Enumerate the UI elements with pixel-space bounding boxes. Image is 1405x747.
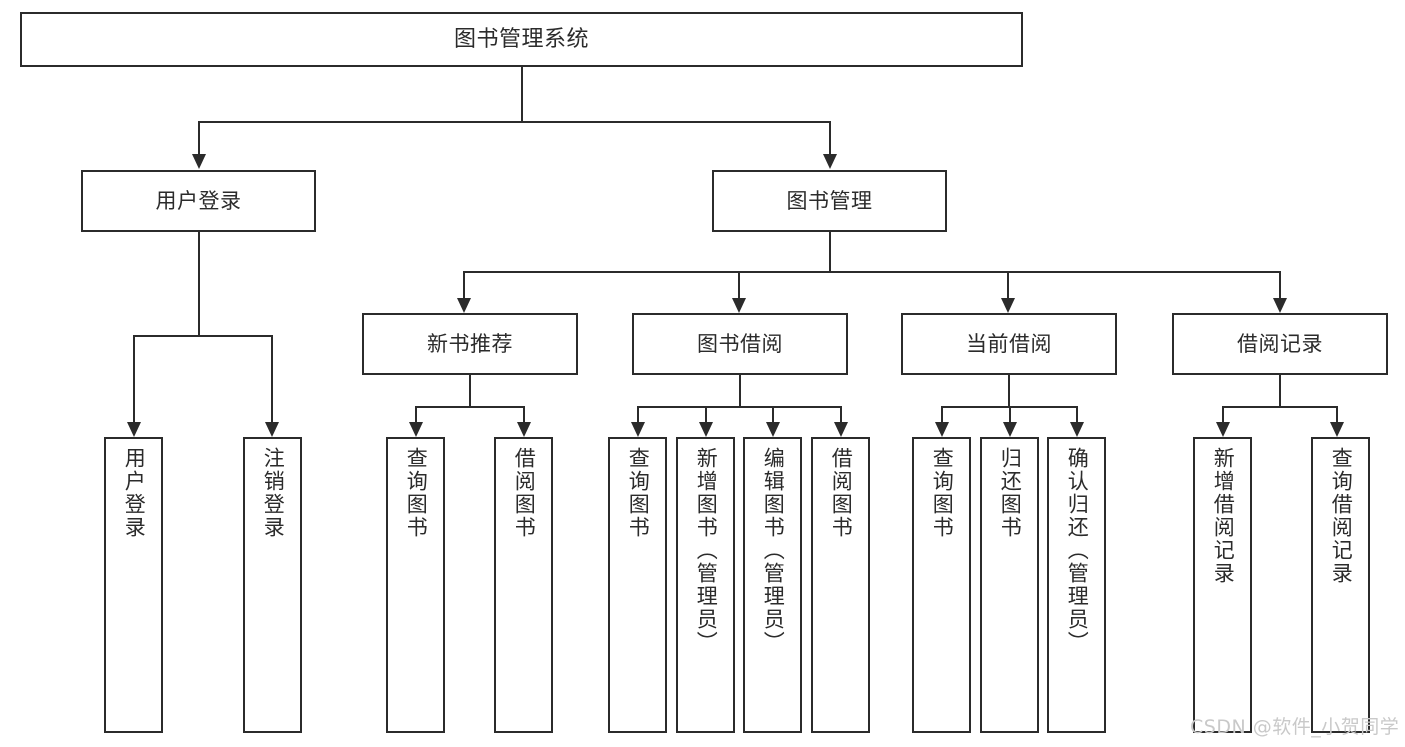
leaf-newbook-query-book[interactable]: 查询图书 — [386, 437, 445, 733]
arrow-to-leaf-logout — [265, 422, 279, 437]
connector-book-mgmt-branch-3 — [1007, 271, 1009, 298]
arrow-to-newbook-leaf-1 — [409, 422, 423, 437]
connector-new-book-bar — [415, 406, 525, 408]
leaf-label: 确认归还（管理员） — [1065, 447, 1090, 654]
connector-current-borrow-branch-1 — [941, 406, 943, 422]
connector-borrow-record-bar — [1222, 406, 1338, 408]
leaf-label: 借阅图书 — [829, 447, 854, 539]
leaf-borrowrecord-query-record[interactable]: 查询借阅记录 — [1311, 437, 1370, 733]
leaf-borrowrecord-add-record[interactable]: 新增借阅记录 — [1193, 437, 1252, 733]
leaf-bookborrow-add-book[interactable]: 新增图书（管理员） — [676, 437, 735, 733]
leaf-label: 编辑图书（管理员） — [761, 447, 786, 654]
leaf-currentborrow-return-book[interactable]: 归还图书 — [980, 437, 1039, 733]
connector-book-borrow-branch-3 — [772, 406, 774, 422]
node-label: 图书管理 — [786, 188, 873, 213]
arrow-to-borrowrecord-leaf-1 — [1216, 422, 1230, 437]
arrow-to-book-mgmt — [823, 154, 837, 169]
connector-current-borrow-stem — [1008, 375, 1010, 407]
arrow-to-new-book — [457, 298, 471, 313]
leaf-label: 新增借阅记录 — [1211, 447, 1236, 585]
connector-book-mgmt-bar — [463, 271, 1281, 273]
arrow-to-currentborrow-leaf-3 — [1070, 422, 1084, 437]
leaf-logout[interactable]: 注销登录 — [243, 437, 302, 733]
node-label: 图书管理系统 — [453, 26, 589, 52]
connector-book-mgmt-branch-1 — [463, 271, 465, 298]
connector-root-to-user-login — [198, 121, 200, 154]
arrow-to-leaf-user-login — [127, 422, 141, 437]
node-root-system[interactable]: 图书管理系统 — [20, 12, 1023, 67]
leaf-label: 查询图书 — [404, 447, 429, 539]
connector-book-borrow-branch-4 — [840, 406, 842, 422]
leaf-label: 新增图书（管理员） — [694, 447, 719, 654]
node-current-borrow[interactable]: 当前借阅 — [901, 313, 1117, 375]
leaf-label: 查询借阅记录 — [1329, 447, 1354, 585]
connector-user-login-stem — [198, 232, 200, 336]
node-book-borrow[interactable]: 图书借阅 — [632, 313, 848, 375]
connector-root-stem — [521, 67, 523, 122]
connector-user-login-bar — [133, 335, 272, 337]
arrow-to-bookborrow-leaf-1 — [631, 422, 645, 437]
arrow-to-currentborrow-leaf-1 — [935, 422, 949, 437]
connector-book-borrow-bar — [637, 406, 841, 408]
arrow-to-newbook-leaf-2 — [517, 422, 531, 437]
connector-user-login-branch-1 — [133, 335, 135, 422]
leaf-user-login[interactable]: 用户登录 — [104, 437, 163, 733]
arrow-to-book-borrow — [732, 298, 746, 313]
connector-new-book-branch-2 — [523, 406, 525, 422]
leaf-bookborrow-borrow-book[interactable]: 借阅图书 — [811, 437, 870, 733]
connector-book-mgmt-branch-2 — [738, 271, 740, 298]
arrow-to-borrowrecord-leaf-2 — [1330, 422, 1344, 437]
leaf-currentborrow-query-book[interactable]: 查询图书 — [912, 437, 971, 733]
connector-borrow-record-branch-2 — [1336, 406, 1338, 422]
node-label: 用户登录 — [155, 188, 242, 213]
leaf-bookborrow-edit-book[interactable]: 编辑图书（管理员） — [743, 437, 802, 733]
connector-book-borrow-branch-2 — [705, 406, 707, 422]
arrow-to-user-login — [192, 154, 206, 169]
leaf-label: 用户登录 — [122, 447, 147, 539]
connector-new-book-branch-1 — [415, 406, 417, 422]
arrow-to-currentborrow-leaf-2 — [1003, 422, 1017, 437]
connector-new-book-stem — [469, 375, 471, 407]
connector-book-borrow-stem — [739, 375, 741, 407]
connector-borrow-record-branch-1 — [1222, 406, 1224, 422]
node-label: 当前借阅 — [966, 331, 1052, 356]
node-new-book-recommend[interactable]: 新书推荐 — [362, 313, 578, 375]
leaf-label: 归还图书 — [998, 447, 1023, 539]
node-book-management[interactable]: 图书管理 — [712, 170, 947, 232]
connector-root-bar — [198, 121, 831, 123]
leaf-newbook-borrow-book[interactable]: 借阅图书 — [494, 437, 553, 733]
leaf-label: 注销登录 — [261, 447, 286, 539]
leaf-label: 查询图书 — [930, 447, 955, 539]
connector-root-to-book-mgmt — [829, 121, 831, 154]
node-user-login[interactable]: 用户登录 — [81, 170, 316, 232]
leaf-bookborrow-query-book[interactable]: 查询图书 — [608, 437, 667, 733]
connector-book-mgmt-branch-4 — [1279, 271, 1281, 298]
node-label: 新书推荐 — [427, 331, 513, 356]
leaf-label: 查询图书 — [626, 447, 651, 539]
connector-current-borrow-branch-2 — [1009, 406, 1011, 422]
arrow-to-bookborrow-leaf-4 — [834, 422, 848, 437]
connector-borrow-record-stem — [1279, 375, 1281, 407]
connector-current-borrow-branch-3 — [1076, 406, 1078, 422]
leaf-label: 借阅图书 — [512, 447, 537, 539]
node-label: 图书借阅 — [697, 331, 783, 356]
arrow-to-current-borrow — [1001, 298, 1015, 313]
connector-book-borrow-branch-1 — [637, 406, 639, 422]
node-borrow-record[interactable]: 借阅记录 — [1172, 313, 1388, 375]
arrow-to-borrow-record — [1273, 298, 1287, 313]
arrow-to-bookborrow-leaf-3 — [766, 422, 780, 437]
node-label: 借阅记录 — [1237, 331, 1323, 356]
connector-book-mgmt-stem — [829, 232, 831, 272]
arrow-to-bookborrow-leaf-2 — [699, 422, 713, 437]
leaf-currentborrow-confirm-return[interactable]: 确认归还（管理员） — [1047, 437, 1106, 733]
connector-user-login-branch-2 — [271, 335, 273, 422]
